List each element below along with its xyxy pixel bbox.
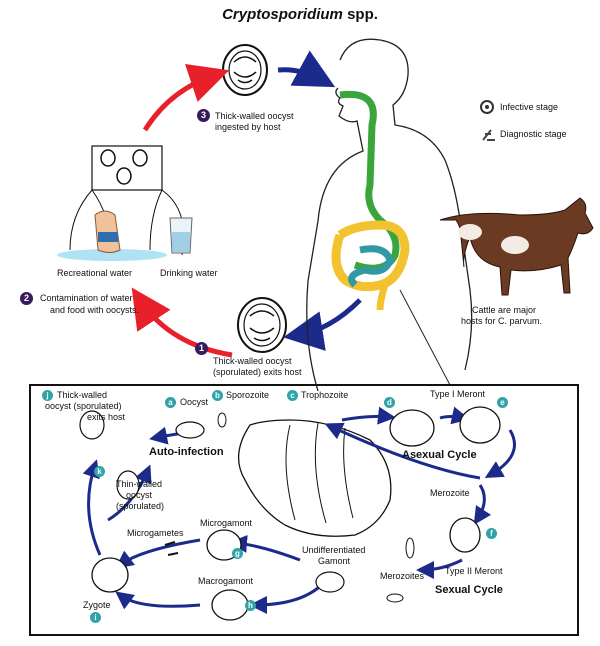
asexual-cycle-label: Asexual Cycle xyxy=(402,449,477,461)
host-cells xyxy=(238,419,392,537)
stage-k-line3: (sporulated) xyxy=(116,501,165,511)
stage-c-label: Trophozoite xyxy=(301,390,349,400)
undifferentiated-label: Undifferentiated xyxy=(302,545,366,555)
step-2-badge: 2 xyxy=(20,292,33,305)
stage-i-label: Zygote xyxy=(83,600,111,610)
stage-a-label: Oocyst xyxy=(180,397,209,407)
stage-k-line1: Thin-walled xyxy=(116,479,163,489)
cattle-note-line1: Cattle are major xyxy=(472,305,537,315)
stage-f-badge: f xyxy=(486,528,497,539)
biohazard-icon xyxy=(480,100,494,114)
gamont-label: Gamont xyxy=(318,556,351,566)
stage-e-badge: e xyxy=(497,397,508,408)
step-2-line1: Contamination of water xyxy=(40,293,133,303)
stage-b-badge: b xyxy=(212,390,223,401)
legend-infective: Infective stage xyxy=(500,102,559,112)
cow-illustration xyxy=(439,197,594,296)
stage-b-label: Sporozoite xyxy=(226,390,270,400)
stage-h-badge: h xyxy=(245,600,256,611)
microscope-icon xyxy=(482,129,495,141)
oocyst-exits-host-icon xyxy=(237,297,287,353)
stage-d-label: Type I Meront xyxy=(430,389,486,399)
stage-j-badge: j xyxy=(42,390,53,401)
stage-c-badge: c xyxy=(287,390,298,401)
stage-h-label: Macrogamont xyxy=(198,576,254,586)
step-1-badge: 1 xyxy=(195,342,208,355)
legend-diagnostic: Diagnostic stage xyxy=(500,129,567,139)
stage-a-badge: a xyxy=(165,397,176,408)
stage-k-line2: oocyst xyxy=(126,490,153,500)
step-2-line2: and food with oocysts. xyxy=(50,305,140,315)
oocyst-ingested-icon xyxy=(222,44,268,96)
merozoite-label: Merozoite xyxy=(430,488,470,498)
step-3-line2: ingested by host xyxy=(215,122,281,132)
page-title: Cryptosporidium spp. xyxy=(222,6,378,23)
merozoites-label: Merozoites xyxy=(380,571,425,581)
stage-g-label: Microgamont xyxy=(200,518,253,528)
stage-j-line3: exits host xyxy=(87,412,126,422)
sexual-cycle-label: Sexual Cycle xyxy=(435,584,503,596)
stage-j-line1: Thick-walled xyxy=(57,390,108,400)
step-1-line1: Thick-walled oocyst xyxy=(213,356,292,366)
stage-k-badge: k xyxy=(94,466,105,477)
step-3-badge: 3 xyxy=(197,109,210,122)
recreational-water-label: Recreational water xyxy=(57,268,133,278)
stage-d-badge: d xyxy=(384,397,395,408)
stage-f-label: Type II Meront xyxy=(445,566,503,576)
stage-g-badge: g xyxy=(232,548,243,559)
step-1-line2: (sporulated) exits host xyxy=(213,367,302,377)
drinking-water-label: Drinking water xyxy=(160,268,218,278)
cattle-note-line2: hosts for C. parvum. xyxy=(461,316,543,326)
lifecycle-box xyxy=(29,384,579,636)
microgametes-label: Microgametes xyxy=(127,528,184,538)
stage-i-badge: i xyxy=(90,612,101,623)
stage-j-line2: oocyst (sporulated) xyxy=(45,401,122,411)
auto-infection-label: Auto-infection xyxy=(149,446,224,458)
step-3-line1: Thick-walled oocyst xyxy=(215,111,294,121)
